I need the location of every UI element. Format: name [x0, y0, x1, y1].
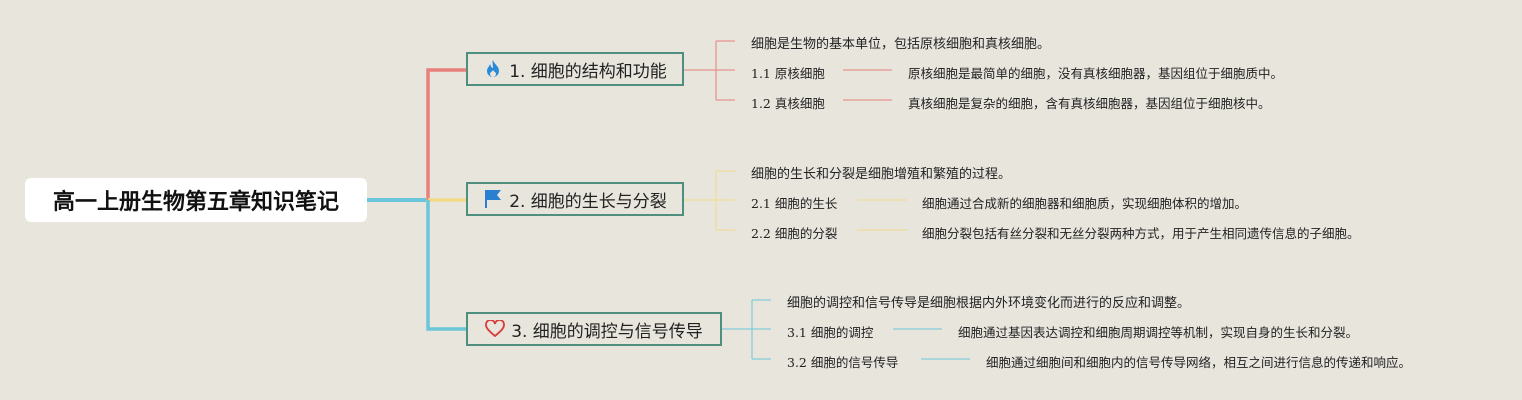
branch-3-summary: 细胞的调控和信号传导是细胞根据内外环境变化而进行的反应和调整。 [787, 296, 1191, 311]
root-topic[interactable]: 高一上册生物第五章知识笔记 [25, 178, 367, 222]
sub-3-1-label[interactable]: 3.1 细胞的调控 [787, 325, 874, 340]
sub-3-1-detail: 细胞通过基因表达调控和细胞周期调控等机制，实现自身的生长和分裂。 [958, 325, 1359, 340]
sub-3-2-label[interactable]: 3.2 细胞的信号传导 [787, 355, 899, 370]
branch-2-sub-lines [684, 170, 907, 231]
branch-3-topic[interactable]: 3. 细胞的调控与信号传导 [466, 312, 722, 346]
branch-1-connector [426, 68, 466, 200]
branch-1-topic[interactable]: 1. 细胞的结构和功能 [466, 52, 684, 86]
fire-icon [483, 59, 503, 79]
sub-1-2-label[interactable]: 1.2 真核细胞 [751, 96, 825, 111]
branch-3-label: 3. 细胞的调控与信号传导 [511, 321, 703, 342]
branch-1-label: 1. 细胞的结构和功能 [509, 61, 667, 82]
sub-1-1-detail: 原核细胞是最简单的细胞，没有真核细胞器，基因组位于细胞质中。 [908, 66, 1284, 81]
branch-2-topic[interactable]: 2. 细胞的生长与分裂 [466, 182, 684, 216]
sub-2-2-detail: 细胞分裂包括有丝分裂和无丝分裂两种方式，用于产生相同遗传信息的子细胞。 [922, 226, 1360, 241]
branch-3-sub-lines [722, 299, 970, 360]
sub-2-1-label[interactable]: 2.1 细胞的生长 [751, 196, 838, 211]
branch-1-summary: 细胞是生物的基本单位，包括原核细胞和真核细胞。 [751, 37, 1051, 52]
sub-3-2-detail: 细胞通过细胞间和细胞内的信号传导网络，相互之间进行信息的传递和响应。 [986, 355, 1412, 370]
branch-1-sub-lines [684, 40, 892, 101]
sub-2-1-detail: 细胞通过合成新的细胞器和细胞质，实现细胞体积的增加。 [922, 196, 1248, 211]
flag-icon [483, 189, 503, 209]
branch-2-summary: 细胞的生长和分裂是细胞增殖和繁殖的过程。 [751, 167, 1012, 182]
branch-2-label: 2. 细胞的生长与分裂 [509, 191, 667, 212]
heart-icon [485, 319, 506, 339]
branch-3-connector [426, 200, 466, 331]
sub-2-2-label[interactable]: 2.2 细胞的分裂 [751, 226, 838, 241]
sub-1-1-label[interactable]: 1.1 原核细胞 [751, 66, 825, 81]
sub-1-2-detail: 真核细胞是复杂的细胞，含有真核细胞器，基因组位于细胞核中。 [908, 96, 1271, 111]
